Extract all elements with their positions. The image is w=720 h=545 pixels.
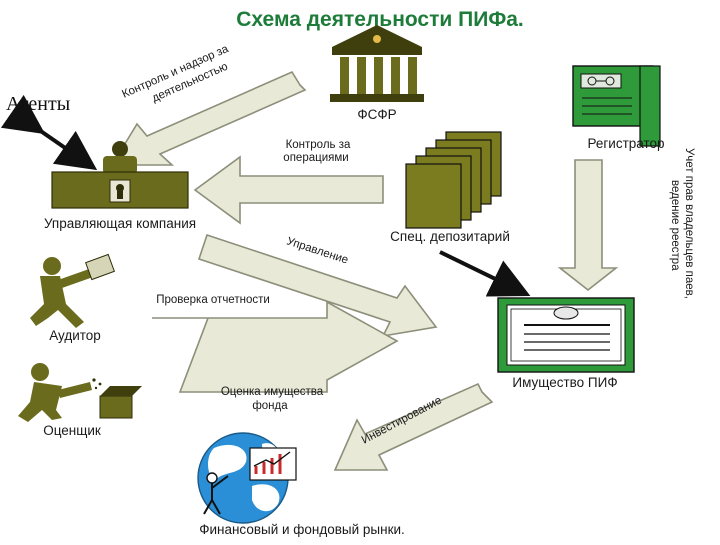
fund-property-certificate-icon bbox=[497, 297, 635, 373]
agents-double-arrow bbox=[0, 94, 98, 171]
fsfr-label: ФСФР bbox=[357, 107, 396, 122]
arrow-registrar-to-property bbox=[557, 159, 619, 292]
arrow-property-to-markets bbox=[333, 382, 494, 471]
fsfr-building-icon bbox=[330, 25, 424, 102]
registry-label-2: ведение реестра bbox=[669, 180, 681, 271]
management-company-icon bbox=[51, 141, 189, 209]
markets-label: Финансовый и фондовый рынки. bbox=[199, 522, 405, 537]
operations-control-label-1: Контроль за bbox=[286, 139, 351, 151]
registrar-label: Регистратор bbox=[587, 136, 664, 151]
diagram-title: Схема деятельности ПИФа. bbox=[236, 8, 524, 31]
registrar-server-icon bbox=[572, 65, 661, 147]
financial-markets-globe-icon bbox=[197, 432, 297, 524]
agents-label: Агенты bbox=[6, 93, 70, 115]
report-check-label: Проверка отчетности bbox=[156, 294, 270, 306]
appraisal-label-2: фонда bbox=[252, 400, 288, 412]
arrow-depository-to-management bbox=[193, 155, 384, 225]
appraisal-label-1: Оценка имущества bbox=[221, 386, 324, 398]
arrow-management-to-property bbox=[197, 233, 438, 338]
depository-label: Спец. депозитарий bbox=[390, 229, 510, 244]
auditor-person-icon bbox=[30, 253, 115, 328]
appraiser-person-icon bbox=[18, 363, 142, 422]
fund-property-label: Имущество ПИФ bbox=[512, 375, 617, 390]
management-flow-label: Управление bbox=[285, 235, 350, 266]
arrow-auditor-appraiser-to-property bbox=[152, 300, 399, 393]
depository-to-property-arrow bbox=[439, 250, 531, 297]
appraiser-label: Оценщик bbox=[43, 423, 101, 438]
operations-control-label-2: операциями bbox=[283, 152, 348, 164]
registry-label-1: Учет прав владельцев паев, bbox=[683, 148, 695, 299]
auditor-label: Аудитор bbox=[49, 328, 101, 343]
depository-documents-icon bbox=[405, 131, 502, 229]
management-company-label: Управляющая компания bbox=[44, 216, 196, 231]
